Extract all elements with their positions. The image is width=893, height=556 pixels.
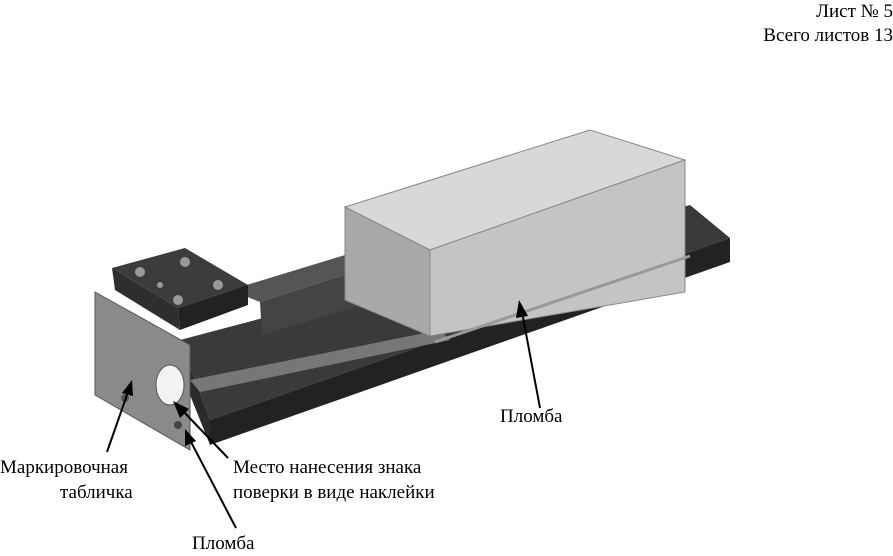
sheet-number: Лист № 5 xyxy=(816,1,893,22)
top-mount-block xyxy=(112,248,248,330)
seal-label-right: Пломба xyxy=(500,406,563,427)
leader-arrows xyxy=(106,300,541,529)
verification-mark-label-line1: Место нанесения знака xyxy=(233,457,422,478)
seal-label-bottom: Пломба xyxy=(192,533,255,554)
marking-plate-label-line2: табличка xyxy=(60,482,133,503)
total-sheets: Всего листов 13 xyxy=(763,25,893,46)
instrument-box xyxy=(343,129,691,344)
front-plate xyxy=(94,291,191,451)
verification-mark-label-line2: поверки в виде наклейки xyxy=(233,482,435,503)
marking-plate-label-line1: Маркировочная xyxy=(0,457,128,478)
